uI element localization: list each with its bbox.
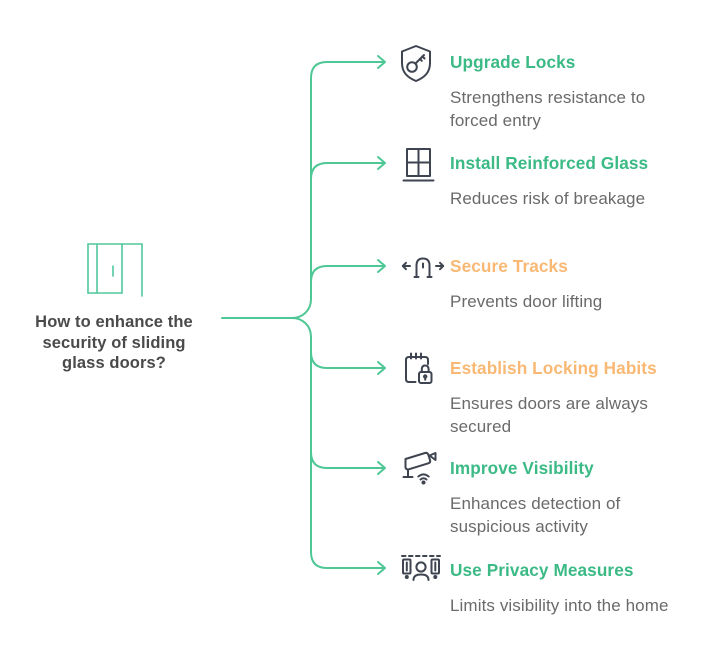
- branch-title: Upgrade Locks: [450, 52, 576, 72]
- window-glass-icon: [402, 148, 435, 182]
- branch-description: Prevents door lifting: [450, 292, 603, 311]
- track-slider-arrows-icon: [401, 257, 445, 278]
- branch-description: Enhances detection of suspicious activit…: [450, 494, 621, 537]
- question-line: security of sliding: [42, 333, 186, 352]
- question-line: How to enhance the: [35, 313, 193, 331]
- branch-description: Strengthens resistance to forced entry: [450, 88, 646, 131]
- person-behind-blinds-icon: [401, 555, 441, 581]
- sliding-door-icon: [87, 243, 143, 297]
- branch-title: Install Reinforced Glass: [450, 153, 649, 173]
- branch-description: Reduces risk of breakage: [450, 189, 646, 208]
- question-line: glass doors?: [62, 354, 166, 372]
- branch-description: Limits visibility into the home: [450, 596, 669, 615]
- shield-key-icon: [401, 45, 431, 82]
- branch-title: Secure Tracks: [450, 256, 568, 276]
- checklist-padlock-icon: [405, 352, 433, 384]
- branch-title: Use Privacy Measures: [450, 560, 634, 580]
- branch-title: Establish Locking Habits: [450, 358, 657, 378]
- question-text: How to enhance the security of sliding g…: [8, 312, 220, 374]
- branch-description: Ensures doors are always secured: [450, 394, 648, 437]
- cctv-camera-icon: [402, 451, 437, 485]
- branch-title: Improve Visibility: [450, 458, 594, 478]
